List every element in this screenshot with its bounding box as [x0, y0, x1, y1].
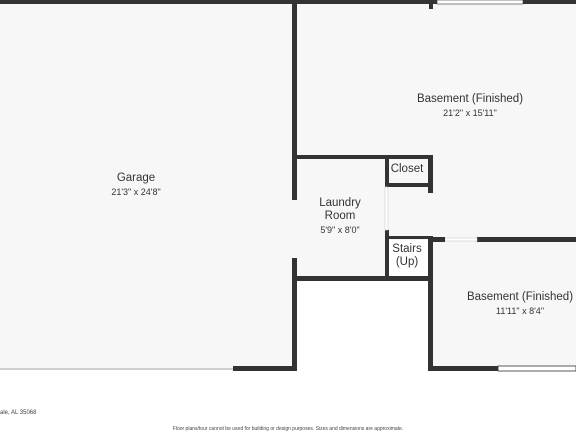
- disclaimer-text: Floor plans/tour cannot be used for buil…: [172, 426, 404, 432]
- stairs-top-wall: [385, 236, 431, 239]
- top-wall: [0, 0, 437, 4]
- lower-basement-west-wall: [428, 270, 433, 371]
- closet-west-wall: [385, 155, 389, 185]
- garage-east-wall: [292, 0, 297, 200]
- basement-lower-dimensions: 11'11" x 8'4": [495, 306, 545, 317]
- stairs-label: Stairs (Up): [387, 243, 427, 269]
- top-wall-right: [523, 0, 576, 4]
- closet-label: Closet: [387, 163, 427, 176]
- stairs-east-wall: [428, 236, 433, 280]
- door-jamb: [429, 0, 433, 9]
- lower-basement-top-wall-left: [429, 237, 445, 242]
- garage-bottom-wall: [233, 366, 297, 371]
- lower-basement-bottom-wall: [428, 366, 498, 371]
- garage-east-wall-lower: [292, 258, 297, 371]
- closet-east-wall: [428, 155, 433, 193]
- garage-label: Garage 21'3" x 24'8": [86, 172, 186, 198]
- lower-basement-top-opening: [444, 237, 478, 242]
- garage-name: Garage: [116, 172, 156, 184]
- stairs-name-line2: (Up): [395, 256, 419, 269]
- laundry-label: Laundry Room 5'9" x 8'0": [300, 197, 380, 236]
- basement-lower-name: Basement (Finished): [466, 291, 574, 303]
- closet-name: Closet: [390, 163, 424, 175]
- laundry-top-wall: [296, 155, 431, 159]
- laundry-dimensions: 5'9" x 8'0": [320, 225, 360, 236]
- basement-main-dimensions: 21'2" x 15'11": [443, 108, 497, 119]
- laundry-east-opening: [384, 186, 389, 231]
- address-text: ale, AL 35068: [0, 410, 37, 416]
- basement-main-label: Basement (Finished) 21'2" x 15'11": [385, 93, 555, 119]
- window: [436, 0, 524, 5]
- laundry-name-line2: Room: [324, 210, 356, 223]
- lower-basement-bottom-window: [497, 365, 576, 372]
- lower-basement-top-wall: [477, 237, 576, 242]
- garage-floor: [0, 0, 296, 370]
- stairs-name-line1: Stairs: [392, 243, 422, 255]
- garage-dimensions: 21'3" x 24'8": [111, 187, 161, 198]
- basement-main-name: Basement (Finished): [416, 93, 524, 105]
- laundry-bottom-wall: [296, 276, 433, 281]
- closet-bottom-wall: [385, 183, 433, 187]
- basement-lower-floor: [430, 240, 576, 370]
- laundry-floor: [296, 157, 388, 279]
- laundry-name-line1: Laundry: [319, 197, 361, 209]
- basement-lower-label: Basement (Finished) 11'11" x 8'4": [450, 291, 576, 317]
- laundry-east-wall: [385, 230, 389, 280]
